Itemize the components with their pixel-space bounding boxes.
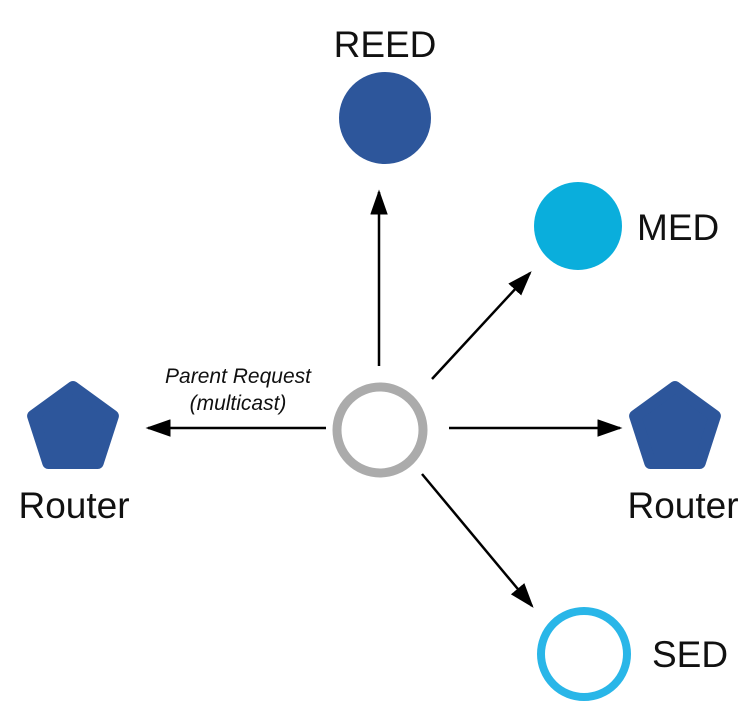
- center-child-node-circle-icon: [332, 382, 428, 478]
- parent-request-annotation-line1: Parent Request: [165, 365, 312, 388]
- sed-node-circle-icon: [537, 607, 631, 701]
- router-right-label: Router: [627, 485, 738, 526]
- router-left-pentagon-icon: [27, 381, 119, 469]
- router-right-pentagon-icon: [629, 381, 721, 469]
- arrow-center-to-med: [431, 271, 532, 380]
- sed-label: SED: [652, 634, 728, 675]
- med-label: MED: [637, 207, 719, 248]
- reed-node-circle-icon: [339, 72, 431, 164]
- reed-label: REED: [334, 24, 437, 65]
- router-left-label: Router: [18, 485, 129, 526]
- arrow-center-to-sed: [421, 473, 534, 608]
- med-node-circle-icon: [534, 182, 622, 270]
- parent-request-annotation-line2: (multicast): [190, 392, 287, 415]
